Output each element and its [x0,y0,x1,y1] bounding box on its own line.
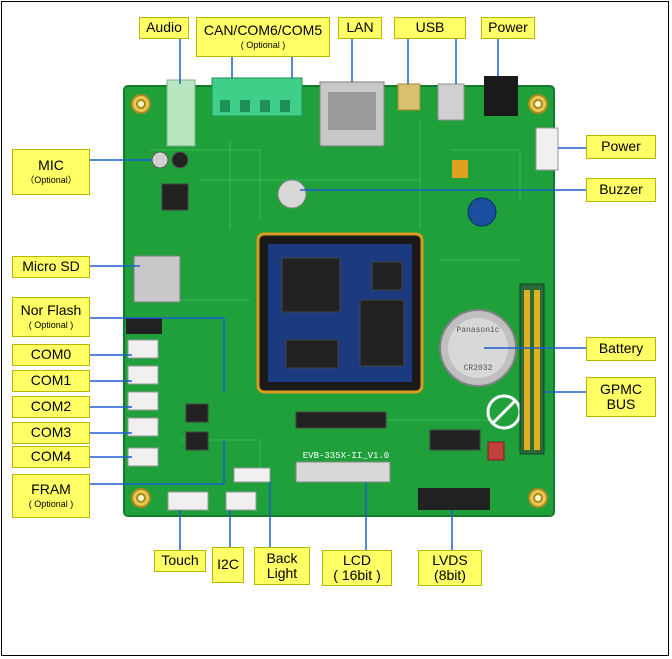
label-power-right-text: Power [601,138,641,155]
label-i2c: I2C [212,547,244,583]
label-fram-text: FRAM [31,481,71,498]
label-usb-text: USB [415,19,445,36]
board-silkscreen: EVB-335X-II_V1.0 [303,451,389,461]
label-lan-text: LAN [346,19,374,36]
label-mic-sub: （Optional） [25,174,77,185]
touch-connector [167,491,209,511]
backlight-connector [233,467,271,483]
battery-model-text: CR2032 [464,364,493,373]
label-power-top-text: Power [488,19,528,36]
lcd-fpc-connector [295,461,391,483]
cpu-chip [281,257,341,313]
label-nor-flash-sub: ( Optional ) [28,319,74,330]
label-power-top: Power [481,17,535,39]
label-buzzer: Buzzer [586,178,656,202]
i2c-connector [225,491,257,511]
label-com2: COM2 [12,396,90,418]
usb-host [437,83,465,121]
label-can-text: CAN/COM6/COM5 [203,22,323,39]
mini-usb [397,83,421,111]
label-com0-text: COM0 [30,346,72,363]
label-power-right: Power [586,135,656,159]
label-lcd-text: LCD [342,551,371,568]
com-headers [127,339,159,467]
label-com4: COM4 [12,446,90,468]
label-com3: COM3 [12,422,90,444]
label-fram: FRAM ( Optional ) [12,474,90,518]
label-i2c-text: I2C [217,556,239,573]
label-back-light: Back Light [254,547,310,585]
label-nor-flash: Nor Flash ( Optional ) [12,297,90,337]
ddr-chip [285,339,339,369]
label-com2-text: COM2 [30,398,72,415]
label-audio: Audio [139,17,189,39]
label-bus-text: BUS [606,396,636,412]
label-micro-sd: Micro SD [12,256,90,278]
label-can: CAN/COM6/COM5 ( Optional ) [196,17,330,57]
micro-sd-slot [133,255,181,303]
label-can-sub: ( Optional ) [240,39,286,50]
buzzer-part [277,179,307,209]
mounting-holes [131,94,548,508]
nand-chip [359,299,405,367]
label-lcd: LCD ( 16bit ) [322,550,392,586]
gpmc-header [519,283,545,455]
label-touch: Touch [154,550,206,572]
label-mic: MIC （Optional） [12,149,90,195]
label-lvds-text: LVDS [432,551,468,568]
label-com1-text: COM1 [30,372,72,389]
audio-jack [166,79,196,147]
label-lvds-sub: (8bit) [434,567,466,583]
label-audio-text: Audio [146,19,182,36]
label-mic-text: MIC [38,157,64,174]
label-touch-text: Touch [161,552,199,569]
lvds-header [418,488,490,510]
label-battery-text: Battery [598,340,644,357]
label-micro-sd-text: Micro SD [22,258,80,275]
label-back-text: Back [266,549,298,566]
label-buzzer-text: Buzzer [599,181,643,198]
label-usb: USB [394,17,466,39]
label-lan: LAN [338,17,382,39]
label-battery: Battery [586,337,656,361]
label-com3-text: COM3 [30,424,72,441]
label-com4-text: COM4 [30,448,72,465]
battery-brand-text: Panasonic [456,326,499,335]
label-gpmc-bus: GPMC BUS [586,377,656,417]
label-nor-flash-text: Nor Flash [20,302,82,319]
power-connector [535,127,559,171]
label-gpmc-text: GPMC [600,380,642,397]
label-light-text: Light [266,565,298,581]
leader-lines [80,38,586,552]
power-barrel-jack [484,76,518,116]
label-fram-sub: ( Optional ) [28,498,74,509]
label-lvds: LVDS (8bit) [418,550,482,586]
label-lcd-sub: ( 16bit ) [333,567,381,583]
label-com1: COM1 [12,370,90,392]
label-com0: COM0 [12,344,90,366]
